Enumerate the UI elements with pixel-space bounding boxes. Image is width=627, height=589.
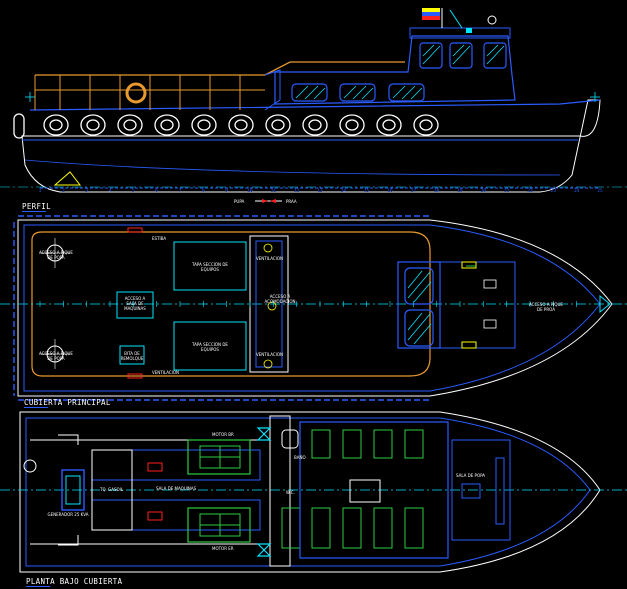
accommodation-access-label: ACCESO A ACOMODACION — [264, 294, 296, 304]
frame-number: 12 — [294, 188, 300, 194]
frame-number: 3 — [85, 188, 88, 194]
view-underline-main-deck — [24, 407, 48, 408]
generator-label: GENERADOR 25 KVA — [47, 512, 89, 517]
frame-number: 1 — [39, 188, 42, 194]
engine-stbd-label: MOTOR ER — [212, 546, 234, 551]
engine-room-label: SALA DE MAQUINAS — [156, 486, 197, 491]
frame-number: 9 — [225, 188, 228, 194]
frame-number: 23 — [551, 188, 557, 194]
storage-label: ESTIBA — [152, 236, 167, 241]
stern-peak-stbd-label: ACCESO A PIQUE DE POPA — [39, 351, 73, 361]
stern-peak-port-label: ACCESO A PIQUE DE POPA — [39, 250, 73, 260]
engine-stbd — [187, 507, 251, 543]
frame-number: 22 — [527, 188, 533, 194]
head-label: W.C. — [286, 490, 295, 495]
bath-label: BAÑO — [294, 455, 306, 460]
view-title-main-deck: CUBIERTA PRINCIPAL — [24, 398, 111, 407]
view-underline-profile — [22, 211, 46, 212]
hatch-label-1: TAPA SECCION DE EQUIPOS — [192, 262, 228, 272]
engine-access-label: ACCESO A SALA DE MAQUINAS — [124, 296, 146, 311]
frame-number: 2 — [62, 188, 65, 194]
bow-room-label: SALA DE POPA — [456, 473, 486, 478]
profile-view — [13, 8, 601, 203]
engine-port — [187, 439, 251, 475]
frame-number: 20 — [481, 188, 487, 194]
lower-deck-view — [0, 411, 627, 573]
frame-number: 7 — [179, 188, 182, 194]
profile-port-label: PUPA — [234, 199, 245, 204]
frame-number: 21 — [504, 188, 510, 194]
bow-access-label: ACCESO A PIQUE DE PROA — [529, 302, 563, 312]
view-title-lower-deck: PLANTA BAJO CUBIERTA — [26, 577, 123, 586]
profile-stbd-label: PRAA — [286, 199, 297, 204]
frame-number: 16 — [387, 188, 393, 194]
ventilation-label-3: VENTILACION — [152, 370, 179, 375]
engine-port-label: MOTOR BR — [212, 432, 234, 437]
ventilation-label-1: VENTILACION — [256, 256, 283, 261]
frame-number: 5 — [132, 188, 135, 194]
frame-number: 6 — [155, 188, 158, 194]
frame-number: 25 — [597, 188, 603, 194]
bollard-label: BITA DE REMOLQUE — [120, 351, 144, 361]
main-deck-view — [0, 186, 627, 401]
hatch-label-2: TAPA SECCION DE EQUIPOS — [192, 342, 228, 352]
view-title-profile: PERFIL — [22, 202, 51, 211]
frame-number: 14 — [341, 188, 347, 194]
frame-number: 8 — [202, 188, 205, 194]
frame-number: 11 — [271, 188, 277, 194]
frame-number: 10 — [247, 188, 253, 194]
frame-number: 15 — [364, 188, 370, 194]
frame-number: 24 — [574, 188, 580, 194]
frame-number: 18 — [434, 188, 440, 194]
frame-number: 13 — [317, 188, 323, 194]
fuel-tank-label: TQ. GASOIL — [100, 487, 124, 492]
ventilation-label-2: VENTILACION — [256, 352, 283, 357]
view-underline-lower-deck — [26, 586, 50, 587]
fender-row — [13, 113, 439, 139]
frame-number: 17 — [411, 188, 417, 194]
frame-number: 4 — [109, 188, 112, 194]
frame-number: 19 — [457, 188, 463, 194]
